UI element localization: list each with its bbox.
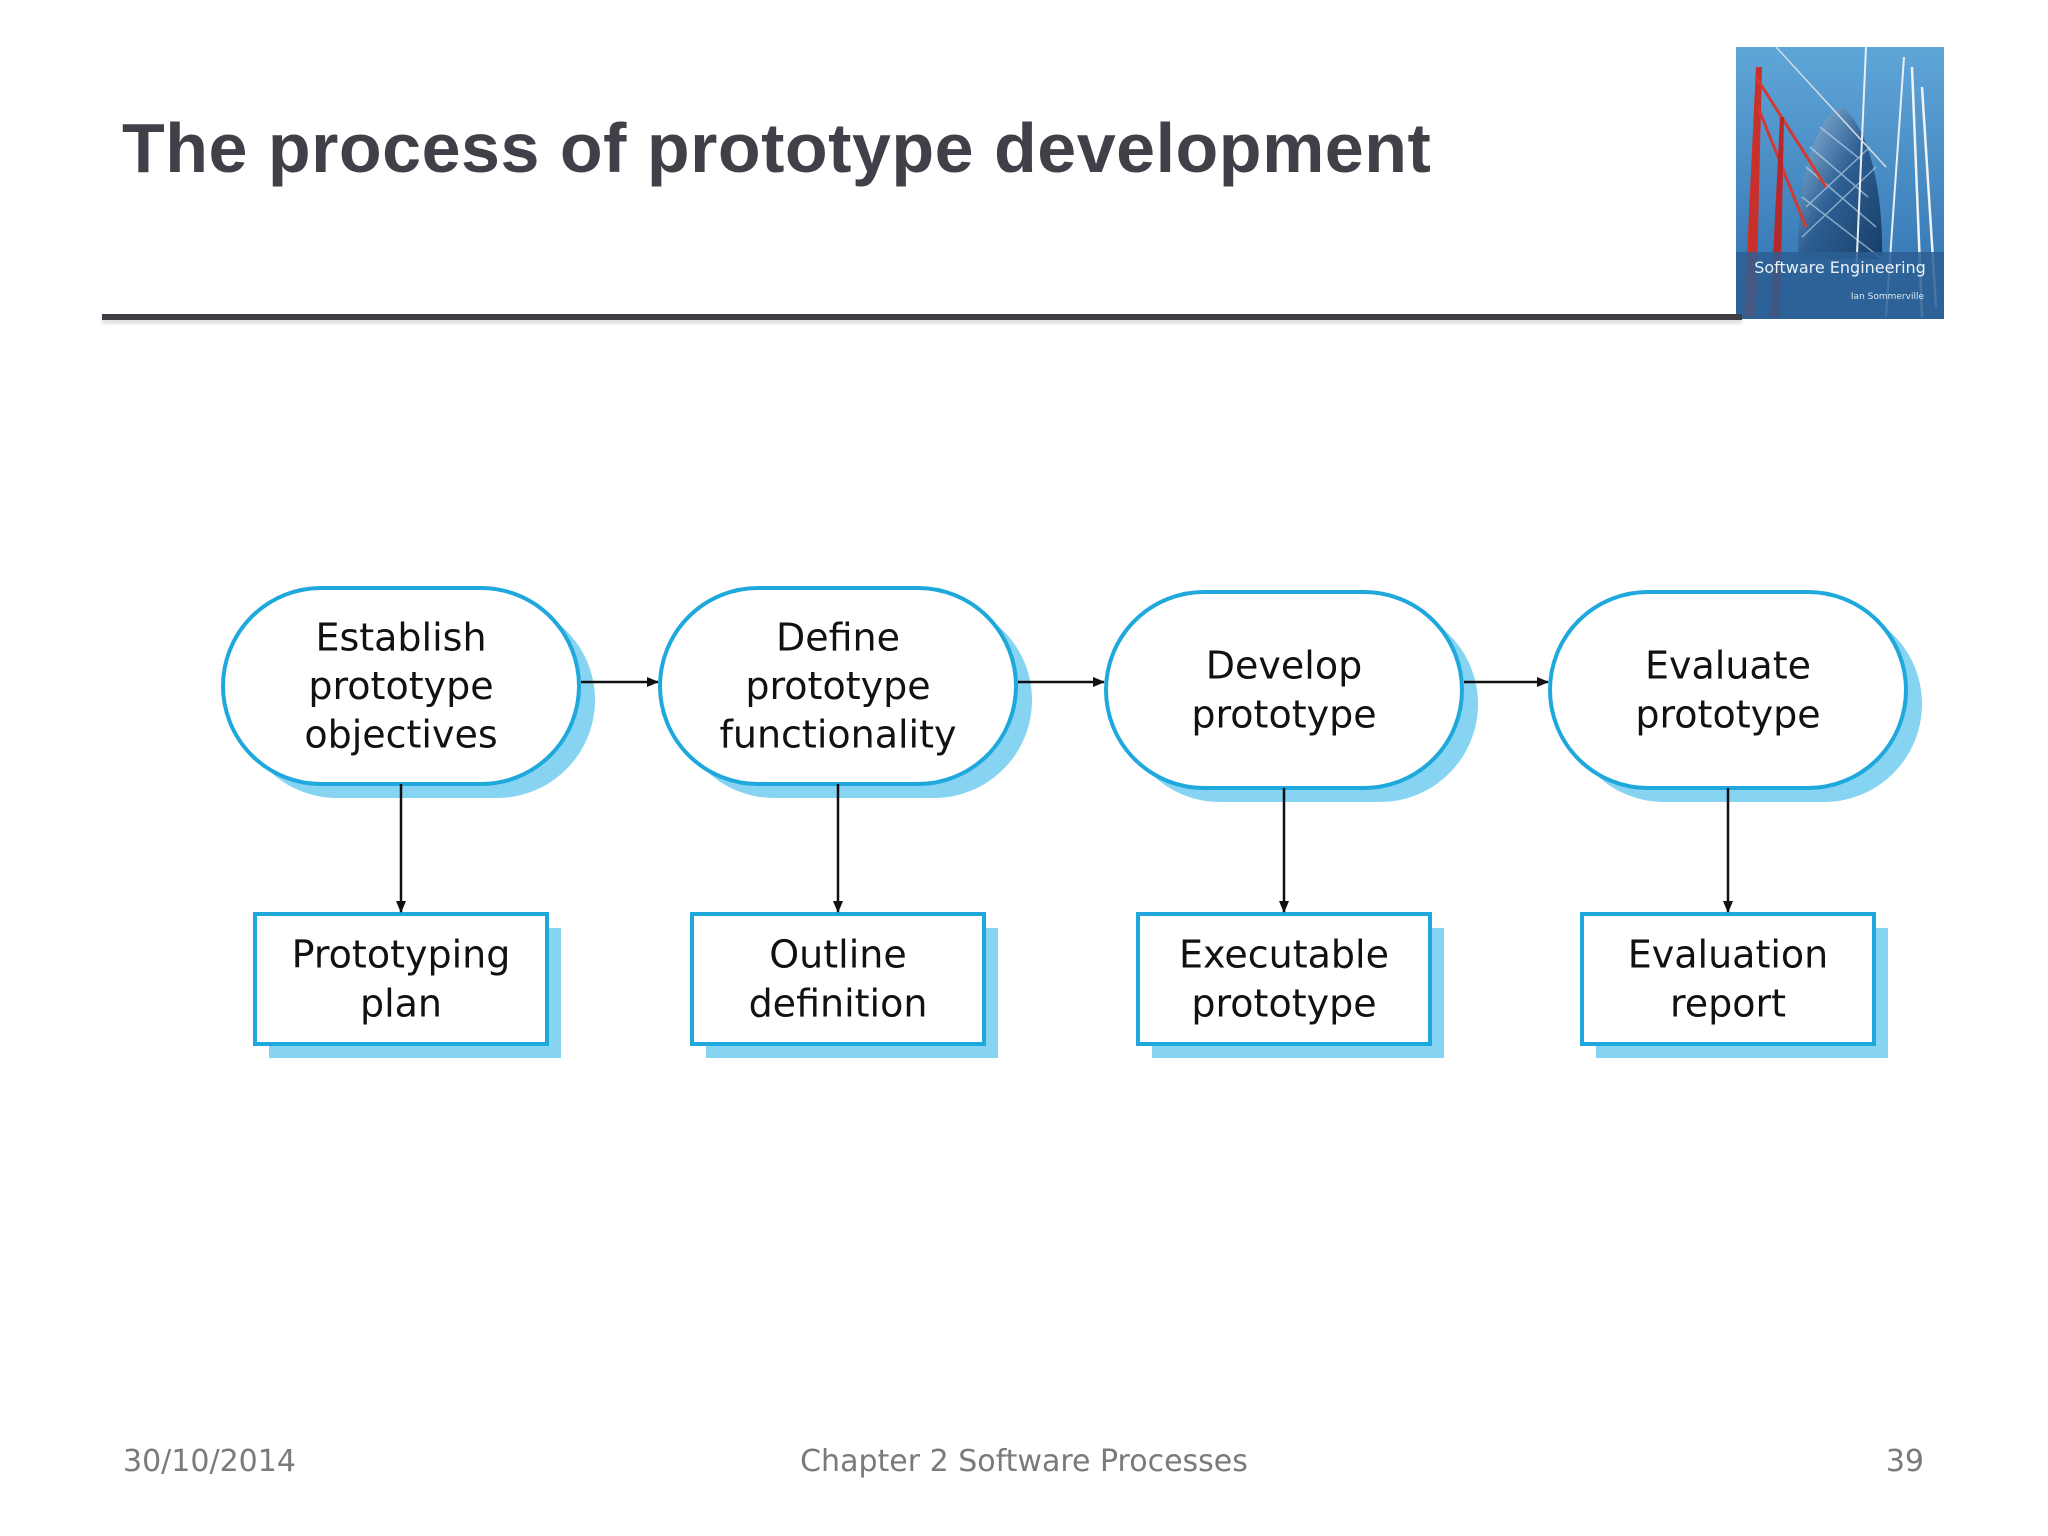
process-step-label: prototype xyxy=(745,664,930,708)
process-step-label: prototype xyxy=(1635,692,1820,736)
output-document-label: report xyxy=(1670,981,1786,1025)
book-cover-author: Ian Sommerville xyxy=(1851,292,1925,302)
process-step-label: Develop xyxy=(1206,644,1362,688)
slide-title: The process of prototype development xyxy=(122,109,1432,187)
output-document-label: Outline xyxy=(769,933,906,977)
title-divider xyxy=(102,314,1742,320)
output-document-box xyxy=(253,912,549,1046)
output-document-label: definition xyxy=(749,981,928,1025)
footer-chapter: Chapter 2 Software Processes xyxy=(800,1444,1248,1479)
process-step-label: Evaluate xyxy=(1645,644,1811,688)
process-step-node xyxy=(1548,590,1908,790)
footer-page-number: 39 xyxy=(1885,1444,1924,1479)
output-document-label: Executable xyxy=(1179,933,1389,977)
book-cover-title: Software Engineering xyxy=(1754,258,1926,277)
book-cover-image: Software Engineering Ian Sommerville xyxy=(1736,47,1944,319)
process-step-label: Establish xyxy=(315,615,486,659)
output-document-label: prototype xyxy=(1191,981,1376,1025)
process-step-node xyxy=(1104,590,1464,790)
process-step-label: Define xyxy=(776,615,900,659)
output-document-label: Prototyping xyxy=(292,933,511,977)
output-document-box xyxy=(1580,912,1876,1046)
process-step-label: prototype xyxy=(308,664,493,708)
output-document-box xyxy=(690,912,986,1046)
output-document-box xyxy=(1136,912,1432,1046)
footer-date: 30/10/2014 xyxy=(123,1444,296,1479)
output-document-label: plan xyxy=(360,981,442,1025)
process-step-label: functionality xyxy=(719,713,956,757)
process-step-label: prototype xyxy=(1191,692,1376,736)
process-step-label: objectives xyxy=(304,713,497,757)
output-document-label: Evaluation xyxy=(1628,933,1829,977)
